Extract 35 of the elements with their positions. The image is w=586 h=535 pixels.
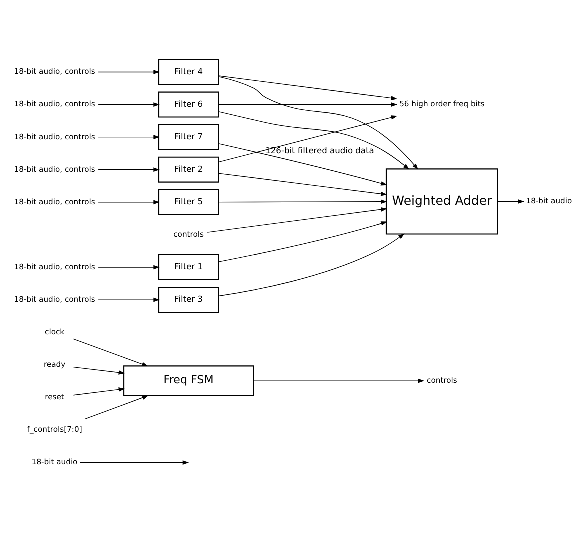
arrow bbox=[73, 366, 126, 375]
arrow bbox=[218, 76, 419, 170]
arrow bbox=[218, 173, 388, 196]
node-box: Freq FSM bbox=[124, 366, 254, 396]
arrow bbox=[218, 234, 405, 297]
edge-label: 126-bit filtered audio data bbox=[266, 146, 374, 156]
arrow bbox=[73, 388, 126, 396]
node-box: Filter 2 bbox=[158, 156, 220, 183]
arrow bbox=[98, 265, 160, 270]
arrow bbox=[98, 298, 160, 302]
arrow bbox=[218, 76, 398, 100]
arrow bbox=[218, 143, 388, 186]
node-box: Filter 7 bbox=[158, 124, 220, 150]
arrow bbox=[98, 135, 160, 140]
arrow bbox=[98, 200, 160, 205]
node-box: Filter 6 bbox=[158, 92, 220, 118]
node-box: Filter 5 bbox=[158, 189, 220, 216]
arrow bbox=[218, 102, 398, 107]
arrow bbox=[218, 222, 388, 262]
arrow bbox=[85, 396, 149, 420]
arrow bbox=[98, 102, 160, 107]
arrow bbox=[498, 200, 525, 204]
arrow bbox=[218, 111, 410, 170]
arrow bbox=[218, 116, 398, 163]
node-box: Filter 1 bbox=[158, 254, 220, 280]
node-box: Weighted Adder bbox=[386, 168, 498, 235]
arrow bbox=[98, 168, 160, 172]
node-box: Filter 3 bbox=[158, 287, 220, 314]
arrow bbox=[218, 200, 388, 204]
node-box: Filter 4 bbox=[158, 59, 220, 86]
arrow bbox=[80, 460, 190, 465]
arrow bbox=[207, 208, 388, 233]
arrow bbox=[98, 70, 160, 74]
arrow bbox=[73, 338, 148, 366]
arrow bbox=[253, 378, 425, 384]
